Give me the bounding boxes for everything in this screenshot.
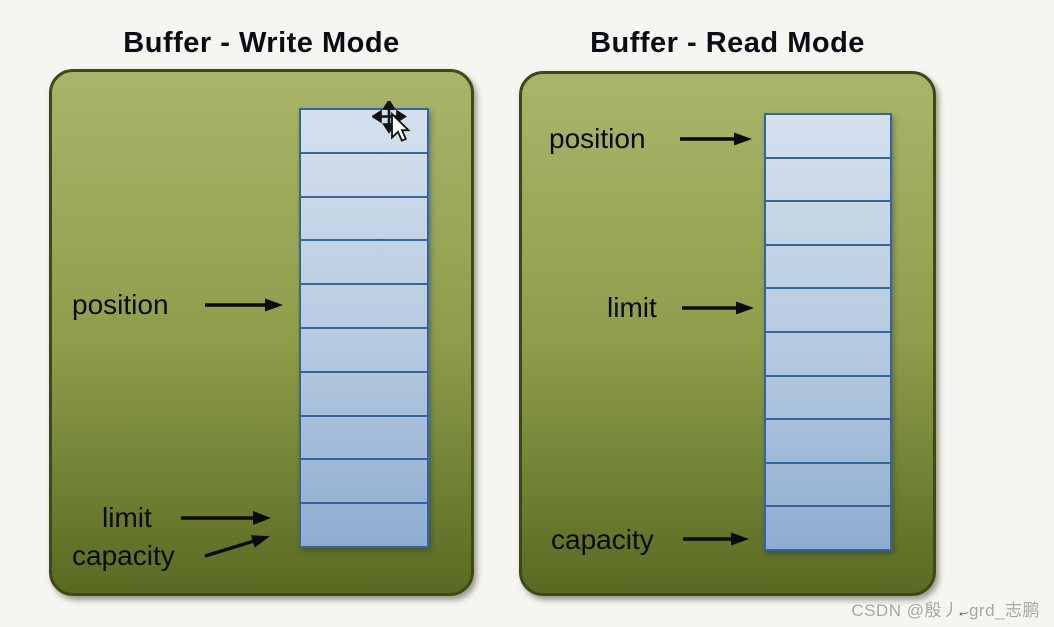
write-position-arrow-icon [205, 298, 283, 312]
read-capacity-label: capacity [551, 524, 654, 555]
read-position-arrow-icon [680, 132, 752, 146]
write-limit-label: limit [102, 502, 152, 533]
buffer-cell [301, 110, 427, 154]
read-limit-label: limit [607, 292, 657, 323]
buffer-cell [301, 460, 427, 505]
buffer-cell [766, 377, 890, 421]
buffer-cell [301, 329, 427, 373]
watermark-suffix: grd_志鹏 [968, 601, 1040, 620]
read-limit-arrow-icon [682, 301, 754, 315]
watermark-prefix: CSDN @殷丿 [851, 601, 960, 620]
buffer-cell [766, 246, 890, 290]
buffer-cell [766, 159, 890, 203]
buffer-cell [766, 202, 890, 246]
read-position-label: position [549, 123, 646, 154]
buffer-cell [301, 198, 427, 242]
buffer-cell [766, 420, 890, 464]
buffer-cell [301, 241, 427, 286]
move-cursor-icon [372, 101, 411, 142]
buffer-cell [766, 507, 890, 549]
read-capacity-arrow-icon [683, 532, 749, 546]
buffer-cell [766, 115, 890, 159]
buffer-cell [301, 417, 427, 461]
buffer-cell [766, 464, 890, 508]
write-buffer [299, 108, 429, 548]
write-capacity-arrow-icon [204, 535, 271, 558]
write-capacity-label: capacity [72, 540, 175, 571]
buffer-cell [301, 285, 427, 329]
read-mode-title: Buffer - Read Mode [590, 27, 865, 59]
watermark: CSDN @殷丿←grd_志鹏 [851, 596, 1040, 621]
read-buffer [764, 113, 892, 551]
arrow-pointer-icon [391, 111, 411, 142]
buffer-cell [766, 333, 890, 377]
buffer-cell [766, 289, 890, 333]
left-arrow-cursor-icon: ← [955, 601, 974, 622]
buffer-cell [301, 154, 427, 198]
write-mode-title: Buffer - Write Mode [123, 27, 400, 59]
buffer-cell [301, 504, 427, 546]
write-position-label: position [72, 289, 169, 320]
buffer-cell [301, 373, 427, 417]
write-limit-arrow-icon [181, 511, 271, 525]
